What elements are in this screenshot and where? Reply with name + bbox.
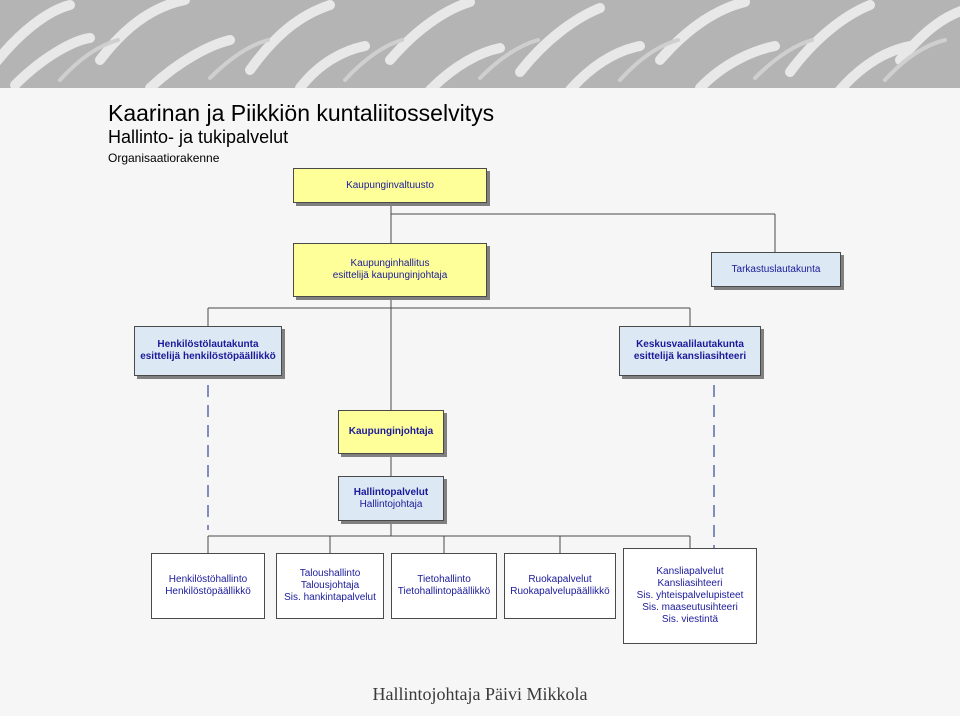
node-henkilostohallinto: Henkilöstöhallinto Henkilöstöpäällikkö <box>151 553 265 619</box>
node-tietohallinto: Tietohallinto Tietohallintopäällikkö <box>391 553 497 619</box>
slide-footer: Hallintojohtaja Päivi Mikkola <box>372 684 588 704</box>
node-line: Talousjohtaja <box>300 580 360 591</box>
node-line: esittelijä henkilöstöpäällikkö <box>140 351 276 362</box>
decorative-banner <box>0 0 960 90</box>
node-line: Kaupunginjohtaja <box>348 426 434 437</box>
node-line: esittelijä kaupunginjohtaja <box>332 270 448 281</box>
node-line: Kaupunginvaltuusto <box>346 179 434 191</box>
node-kansliapalvelut: Kansliapalvelut Kansliasihteeri Sis. yht… <box>623 548 757 644</box>
node-line: esittelijä kansliasihteeri <box>633 351 747 362</box>
node-line: Kaupunginhallitus <box>350 258 430 269</box>
node-line: Sis. viestintä <box>661 614 719 625</box>
node-ruokapalvelut: Ruokapalvelut Ruokapalvelupäällikkö <box>504 553 616 619</box>
node-line: Hallintopalvelut <box>353 486 429 498</box>
node-kaupunginvaltuusto: Kaupunginvaltuusto <box>293 168 487 203</box>
node-line: Kansliapalvelut <box>656 566 724 577</box>
node-line: Hallintojohtaja <box>359 498 423 510</box>
node-taloushallinto: Taloushallinto Talousjohtaja Sis. hankin… <box>276 553 384 619</box>
node-line: Tarkastuslautakunta <box>731 263 821 275</box>
node-line: Sis. hankintapalvelut <box>284 592 376 603</box>
node-tarkastuslautakunta: Tarkastuslautakunta <box>711 252 841 287</box>
node-hallintopalvelut: Hallintopalvelut Hallintojohtaja <box>338 476 444 521</box>
slide-subtitle: Hallinto- ja tukipalvelut <box>108 127 289 147</box>
node-line: Taloushallinto <box>299 568 361 579</box>
node-line: Henkilöstöpäällikkö <box>165 586 251 597</box>
node-kaupunginjohtaja: Kaupunginjohtaja <box>338 410 444 454</box>
node-line: Ruokapalvelut <box>528 574 592 585</box>
node-line: Tietohallintopäällikkö <box>397 586 491 597</box>
node-line: Ruokapalvelupäällikkö <box>510 586 610 597</box>
node-kaupunginhallitus: Kaupunginhallitus esittelijä kaupunginjo… <box>293 243 487 297</box>
banner-swoosh-graphic <box>0 0 960 90</box>
slide-title: Kaarinan ja Piikkiön kuntaliitosselvitys <box>108 100 495 126</box>
node-henkilostolautakunta: Henkilöstölautakunta esittelijä henkilös… <box>134 326 282 376</box>
node-keskusvaalilautakunta: Keskusvaalilautakunta esittelijä kanslia… <box>619 326 761 376</box>
node-line: Kansliasihteeri <box>657 578 723 589</box>
slide-caption: Organisaatiorakenne <box>108 151 220 165</box>
node-line: Henkilöstöhallinto <box>168 574 248 585</box>
node-line: Sis. yhteispalvelupisteet <box>636 590 744 601</box>
node-line: Sis. maaseutusihteeri <box>642 602 738 613</box>
node-line: Tietohallinto <box>417 574 471 585</box>
node-line: Keskusvaalilautakunta <box>636 339 744 350</box>
node-line: Henkilöstölautakunta <box>157 339 259 350</box>
